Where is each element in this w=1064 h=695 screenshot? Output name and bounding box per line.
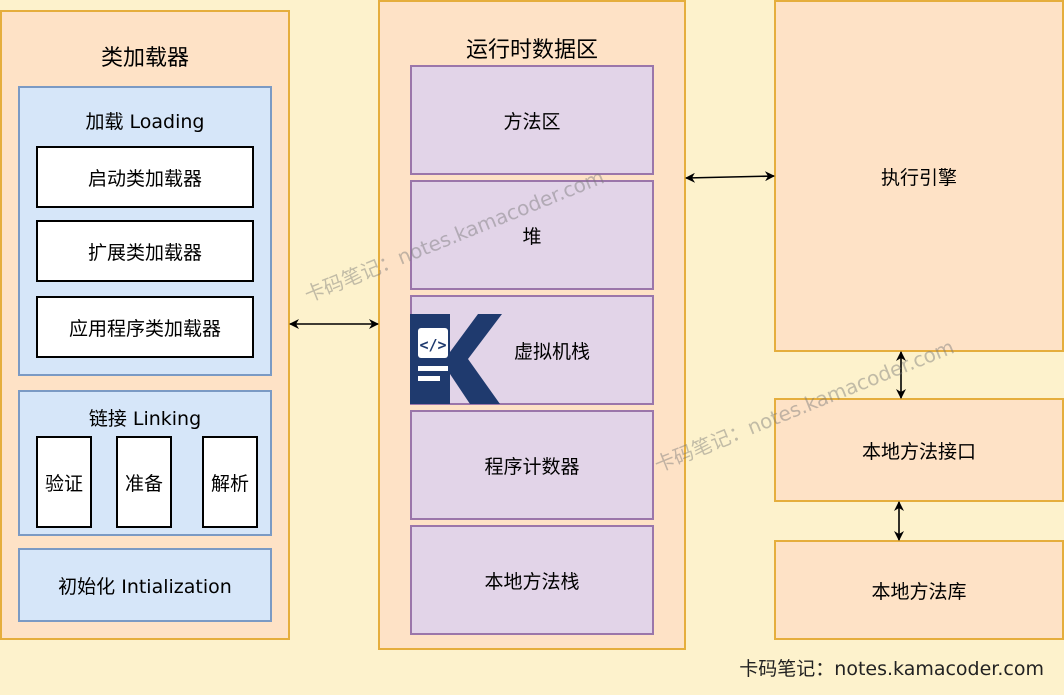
arrow-runtime-engine (685, 171, 775, 183)
application-class-loader: 应用程序类加载器 (36, 296, 254, 358)
loading-title: 加载 Loading (85, 111, 205, 133)
program-counter: 程序计数器 (410, 410, 654, 520)
vm-stack: 虚拟机栈 (410, 295, 654, 405)
initialization-box: 初始化 Intialization (18, 548, 272, 622)
extension-class-loader: 扩展类加载器 (36, 220, 254, 282)
native-method-library: 本地方法库 (774, 540, 1064, 640)
runtime-data-area-title: 运行时数据区 (465, 38, 598, 63)
svg-text:</>: </> (419, 336, 446, 354)
class-loader-title: 类加载器 (100, 46, 189, 71)
code-k-logo-icon: </> (410, 314, 502, 404)
prepare-box: 准备 (116, 436, 172, 528)
linking-title: 链接 Linking (88, 408, 202, 430)
method-area: 方法区 (410, 65, 654, 175)
bootstrap-class-loader: 启动类加载器 (36, 146, 254, 208)
execution-engine: 执行引擎 (774, 0, 1064, 352)
native-method-interface: 本地方法接口 (774, 398, 1064, 502)
native-method-stack: 本地方法栈 (410, 525, 654, 635)
resolve-box: 解析 (202, 436, 258, 528)
heap: 堆 (410, 180, 654, 290)
footer-credit: 卡码笔记：notes.kamacoder.com (739, 658, 1044, 680)
verify-box: 验证 (36, 436, 92, 528)
